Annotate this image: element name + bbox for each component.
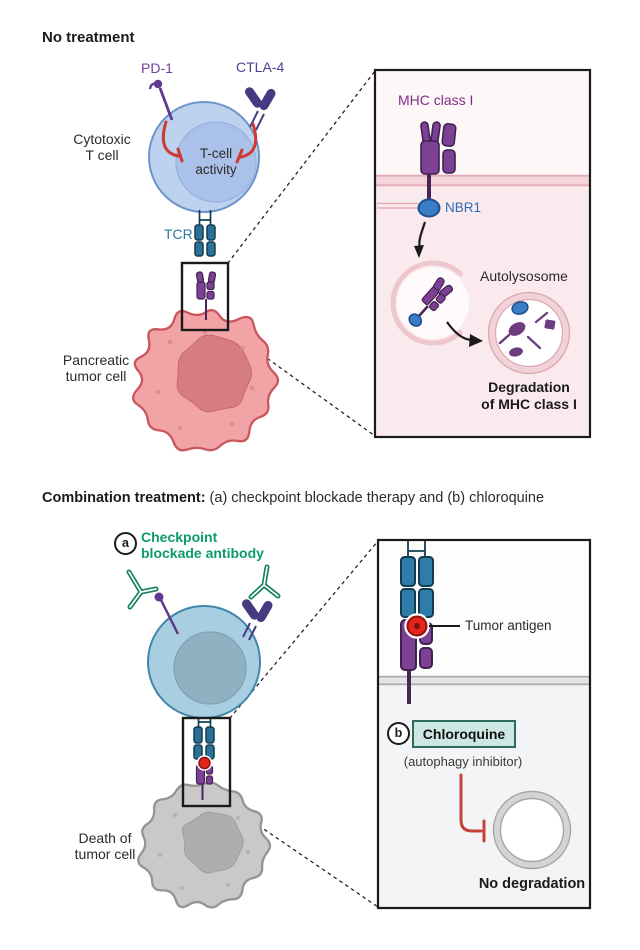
highlight-box-1 <box>180 261 230 332</box>
t-cell-activated <box>147 605 261 719</box>
degraded-fragments <box>498 301 556 357</box>
intact-autophagosome <box>492 790 572 870</box>
tumor-membrane-gray <box>378 675 590 686</box>
badge-b: b <box>387 722 410 745</box>
tcr-mhc-complex <box>400 541 460 704</box>
antibody-right-icon <box>248 564 281 600</box>
autophagosome <box>390 260 476 346</box>
tcr-receptor <box>194 210 216 257</box>
badge-a: a <box>114 532 137 555</box>
inset-degradation-box <box>373 68 592 439</box>
ctla4-label: CTLA-4 <box>236 59 285 75</box>
no-degradation-label: No degradation <box>478 876 586 892</box>
panel1-title: No treatment <box>42 29 135 46</box>
highlight-box-2 <box>181 716 232 808</box>
t-cell-activity-label: T-cell activity <box>195 146 237 177</box>
pd1-receptor <box>148 79 174 121</box>
cell-texture-dots <box>155 330 255 431</box>
ctla4-receptor-2 <box>241 599 273 641</box>
mhc-class-i-molecule <box>420 121 457 175</box>
inhibition-arc-left <box>161 120 184 163</box>
mhc-cargo <box>408 277 454 327</box>
checkpoint-antibody-label: Checkpoint blockade antibody <box>141 529 264 561</box>
pd1-receptor-2 <box>154 592 180 635</box>
nbr1-label: NBR1 <box>445 200 482 215</box>
pd1-label: PD-1 <box>141 60 173 76</box>
combination-heading: Combination treatment: (a) checkpoint bl… <box>42 490 622 506</box>
autophagy-inhibitor-label: (autophagy inhibitor) <box>403 754 523 769</box>
tumor-membrane <box>375 174 590 187</box>
ctla4-receptor <box>244 87 276 131</box>
inhibition-arc-right <box>235 122 258 164</box>
combination-heading-bold: Combination treatment: <box>42 490 206 506</box>
mhc-small <box>195 271 217 320</box>
arrow-right-icon <box>446 321 483 347</box>
autolysosome <box>487 291 571 375</box>
tcr-receptor-2 <box>193 718 215 760</box>
tumor-antigen-dot <box>404 613 430 639</box>
pancreatic-tumor-cell <box>132 309 280 452</box>
mhc-class-i-label: MHC class I <box>398 92 474 108</box>
autolysosome-label: Autolysosome <box>480 268 568 284</box>
mhc-antigen-small <box>195 755 214 800</box>
tumor-antigen-label: Tumor antigen <box>465 618 552 633</box>
degradation-label: Degradation of MHC class I <box>481 379 577 412</box>
tcr-label: TCR <box>164 226 193 242</box>
inhibition-arrow <box>459 773 486 843</box>
cytotoxic-t-cell-label: Cytotoxic T cell <box>73 131 131 163</box>
chloroquine-box: Chloroquine <box>412 720 516 748</box>
dead-tumor-cell <box>137 781 272 909</box>
antibody-left-icon <box>126 569 159 610</box>
pancreatic-tumor-label: Pancreatic tumor cell <box>62 352 130 384</box>
nbr1-protein <box>377 198 441 218</box>
arrow-down-icon <box>414 221 427 258</box>
cytotoxic-t-cell <box>148 101 260 213</box>
death-tumor-label: Death of tumor cell <box>74 830 136 862</box>
cell-texture-dots-gray <box>157 812 251 890</box>
combination-heading-rest: (a) checkpoint blockade therapy and (b) … <box>205 490 545 506</box>
